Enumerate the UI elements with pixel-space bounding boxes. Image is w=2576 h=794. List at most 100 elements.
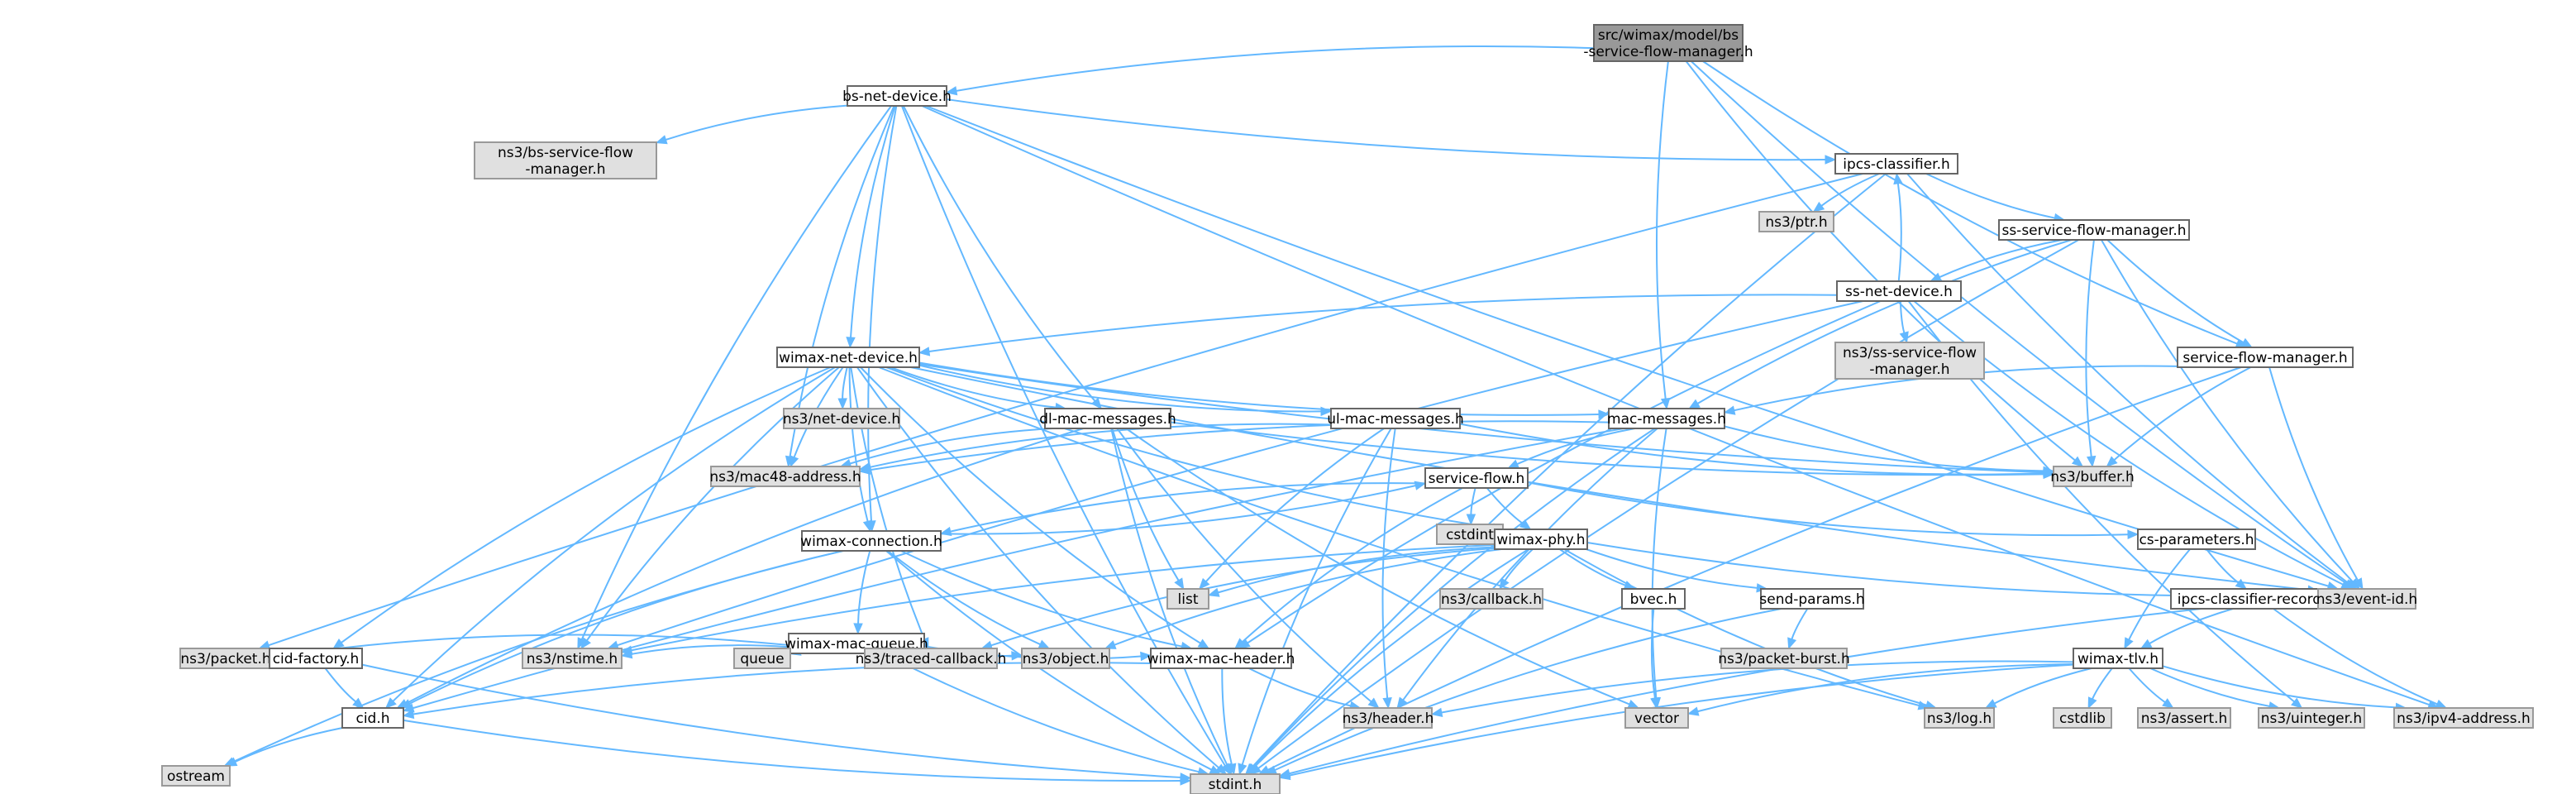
edge-line — [956, 45, 1595, 92]
edge-arrowhead — [1686, 706, 1700, 716]
node-box — [522, 648, 623, 669]
node-ssnd[interactable]: ss-net-device.h — [1836, 280, 1962, 302]
edge-arrowhead — [352, 697, 365, 709]
node-wconn[interactable]: wimax-connection.h — [800, 530, 942, 552]
edge-line — [413, 662, 1152, 715]
node-bsnd[interactable]: bs-net-device.h — [842, 85, 952, 107]
edge-wtlv-to-ipv4 — [2162, 665, 2407, 713]
edge-arrowhead — [2071, 456, 2084, 467]
edge-line — [1289, 608, 2202, 775]
edge-line — [2128, 548, 2191, 640]
node-label: ns3/buffer.h — [2050, 469, 2135, 485]
edge-line — [885, 366, 1494, 529]
node-sf[interactable]: service-flow.h — [1424, 467, 1529, 489]
edge-line — [921, 105, 2430, 706]
edge-line — [1402, 428, 1658, 701]
node-cid[interactable]: cid.h — [341, 707, 404, 729]
edge-line — [1896, 183, 1902, 282]
node-cidf[interactable]: cid-factory.h — [269, 648, 363, 669]
node-ulmac[interactable]: ul-mac-messages.h — [1327, 408, 1464, 429]
node-label: send-params.h — [1759, 591, 1864, 608]
edge-sf-to-csparam — [1527, 481, 2140, 540]
node-dlmac[interactable]: dl-mac-messages.h — [1039, 408, 1176, 429]
edge-arrowhead — [1227, 763, 1237, 776]
node-box — [2053, 466, 2132, 487]
node-ipcsrec[interactable]: ipcs-classifier-record.h — [2170, 588, 2342, 610]
edge-line — [2101, 239, 2354, 582]
edge-arrowhead — [384, 697, 397, 709]
node-box — [1836, 280, 1962, 302]
edge-arrowhead — [1207, 587, 1220, 597]
node-ipcs[interactable]: ipcs-classifier.h — [1834, 153, 1958, 175]
edge-line — [1651, 428, 1667, 699]
edge-line — [405, 428, 1084, 705]
node-label: stdint.h — [1209, 777, 1262, 793]
edge-ssnd-to-ns3ssf — [1899, 300, 1909, 344]
node-sfm[interactable]: service-flow-manager.h — [2177, 347, 2354, 368]
node-box — [1439, 588, 1543, 610]
edge-sendp-to-pburst — [1787, 608, 1809, 650]
node-box — [2177, 347, 2354, 368]
node-box — [1190, 773, 1281, 794]
edge-arrowhead — [945, 86, 958, 96]
edge-arrowhead — [1466, 514, 1476, 526]
edge-ipcsrec-to-stdint — [1278, 608, 2202, 778]
node-wphy[interactable]: wimax-phy.h — [1494, 529, 1588, 550]
node-wtlv[interactable]: wimax-tlv.h — [2073, 648, 2163, 669]
edge-line — [235, 727, 343, 763]
node-wmh[interactable]: wimax-mac-header.h — [1147, 648, 1295, 669]
node-wnd[interactable]: wimax-net-device.h — [776, 347, 920, 368]
edge-arrowhead — [1238, 763, 1247, 776]
edge-csparam-to-wtlv — [2124, 548, 2191, 650]
node-label: bs-net-device.h — [842, 88, 952, 105]
edge-sf-to-cstdint — [1466, 487, 1476, 526]
edge-line — [850, 105, 896, 338]
node-sendp[interactable]: send-params.h — [1759, 588, 1865, 610]
node-callback: ns3/callback.h — [1439, 588, 1543, 610]
edge-ssnd-to-ipcs — [1893, 172, 1903, 282]
edge-arrowhead — [225, 757, 238, 767]
edge-arrowhead — [1660, 397, 1671, 410]
node-bvec[interactable]: bvec.h — [1621, 588, 1686, 610]
node-label: ns3/bs-service-flow — [498, 145, 633, 161]
edge-line — [928, 294, 1838, 352]
edge-arrowhead — [789, 455, 799, 468]
edge-wtlv-to-vector — [1686, 662, 2074, 716]
node-label: wimax-phy.h — [1496, 532, 1585, 548]
edge-line — [1486, 487, 1524, 524]
node-box — [1330, 408, 1461, 429]
edge-wconn-to-sf — [940, 481, 1427, 535]
edge-ulmac-to-list — [1198, 428, 1385, 590]
edge-cid-to-stdint — [403, 719, 1192, 786]
edge-line — [232, 550, 843, 763]
node-label: ns3/callback.h — [1441, 591, 1542, 608]
node-csparam[interactable]: cs-parameters.h — [2137, 529, 2256, 550]
node-box — [2170, 588, 2342, 610]
node-label: mac-messages.h — [1607, 411, 1726, 428]
edge-line — [1459, 423, 2044, 476]
edge-arrowhead — [1278, 770, 1291, 781]
node-ssfm[interactable]: ss-service-flow-manager.h — [1998, 219, 2190, 241]
edge-line — [268, 173, 1863, 647]
edge-wnd-to-stdint — [856, 366, 1228, 775]
node-label: -service-flow-manager.h — [1583, 44, 1753, 60]
node-assert: ns3/assert.h — [2137, 707, 2231, 729]
node-label: ns3/ss-service-flow — [1843, 345, 1977, 361]
node-root[interactable]: src/wimax/model/bs-service-flow-manager.… — [1583, 24, 1753, 62]
node-label: ipcs-classifier-record.h — [2178, 591, 2335, 608]
node-label: wimax-net-device.h — [779, 350, 918, 366]
node-macmsg[interactable]: mac-messages.h — [1607, 408, 1726, 429]
edge-arrowhead — [1723, 405, 1736, 415]
edge-arrowhead — [837, 398, 847, 410]
edge-arrowhead — [1180, 776, 1192, 786]
edge-arrowhead — [2043, 468, 2055, 479]
node-box — [1758, 211, 1834, 232]
node-box — [1021, 648, 1110, 669]
edge-bsnd-to-dlmac — [902, 105, 1102, 409]
node-ptr: ns3/ptr.h — [1758, 211, 1834, 232]
node-nstime: ns3/nstime.h — [522, 648, 623, 669]
edge-root-to-buffer — [1685, 60, 2084, 467]
edge-arrowhead — [1627, 699, 1640, 709]
edge-bvec-to-vector — [1650, 608, 1660, 710]
edge-line — [1114, 548, 1502, 646]
